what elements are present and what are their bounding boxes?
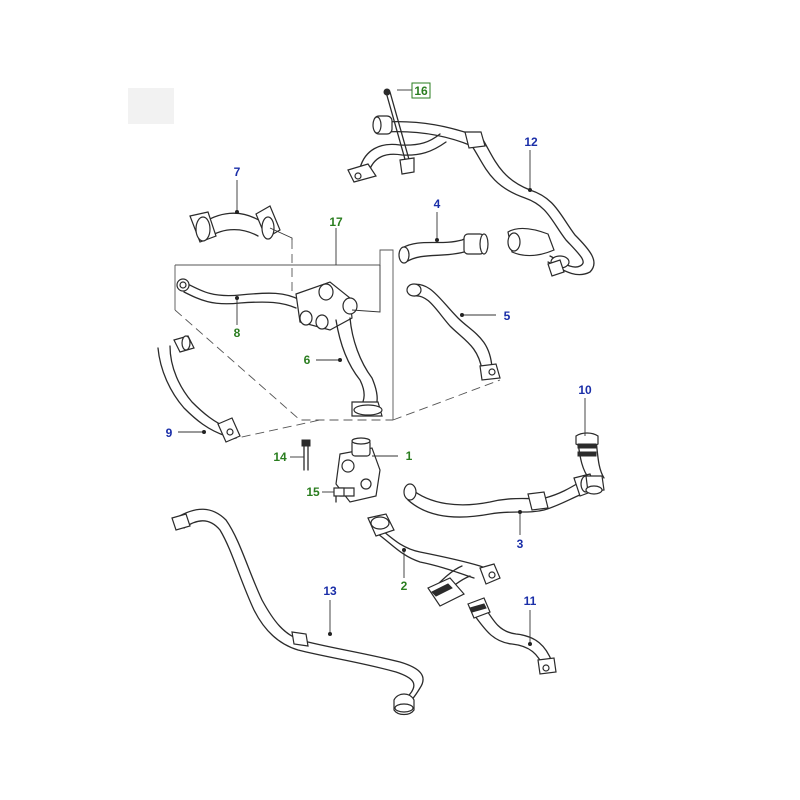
hose-8 [176,278,301,309]
hose-13 [171,508,424,716]
callout-12: 12 [524,135,538,149]
callout-4: 4 [434,197,441,211]
callout-11: 11 [524,594,537,608]
hose-4 [398,233,489,264]
bolt-15 [333,487,345,503]
leader-lines [178,89,586,646]
callout-16-box [411,82,431,99]
hose-5 [406,283,501,381]
callout-10: 10 [578,383,592,397]
callout-8: 8 [234,326,241,340]
hose-12 [347,88,595,277]
callout-1: 1 [406,449,413,463]
callout-15: 15 [306,485,320,499]
hose-3 [403,473,597,518]
hose-2 [367,513,501,607]
hose-10 [575,432,605,495]
callouts: 16 12 7 17 4 5 8 6 9 10 1 14 15 3 2 11 1… [166,82,592,608]
hose-9 [157,335,241,443]
bolt-14 [301,439,311,471]
callout-16: 16 [414,84,428,98]
coolant-pump-housing [335,437,398,503]
callout-5: 5 [504,309,511,323]
hose-11 [467,597,557,675]
callout-2: 2 [401,579,408,593]
callout-9: 9 [166,426,173,440]
callout-7: 7 [234,165,241,179]
watermark-block [128,88,174,124]
hose-7 [189,205,293,243]
thermostat-housing [295,265,383,417]
callout-13: 13 [323,584,337,598]
callout-14: 14 [273,450,287,464]
callout-3: 3 [517,537,524,551]
callout-6: 6 [304,353,311,367]
assembly-17-frame [174,240,501,441]
callout-17: 17 [329,215,343,229]
